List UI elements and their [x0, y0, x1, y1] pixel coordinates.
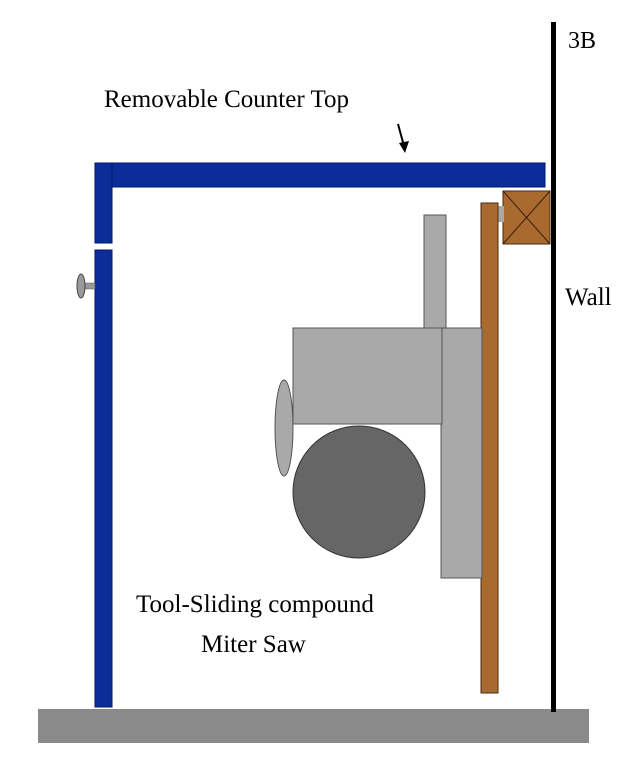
wall-label: Wall [565, 284, 612, 311]
cleat-cross [502, 190, 551, 245]
counter-upper-post [94, 162, 113, 244]
wall [551, 22, 556, 712]
tool-label-line1: Tool-Sliding compound [136, 591, 374, 618]
saw-handle [274, 379, 294, 477]
mounting-board [480, 202, 499, 694]
corner-label: 3B [568, 28, 597, 54]
saw-base-plate [440, 327, 483, 579]
arrow-head [399, 141, 409, 153]
counter-top [94, 162, 546, 188]
connector [498, 206, 504, 222]
cabinet-door [94, 249, 113, 708]
counter-top-label: Removable Counter Top [104, 86, 349, 113]
tool-label-line2: Miter Saw [201, 631, 306, 658]
saw-rail [423, 214, 447, 329]
floor [38, 709, 589, 743]
door-knob [76, 273, 86, 299]
saw-motor-housing [292, 327, 443, 425]
saw-blade [292, 425, 426, 559]
